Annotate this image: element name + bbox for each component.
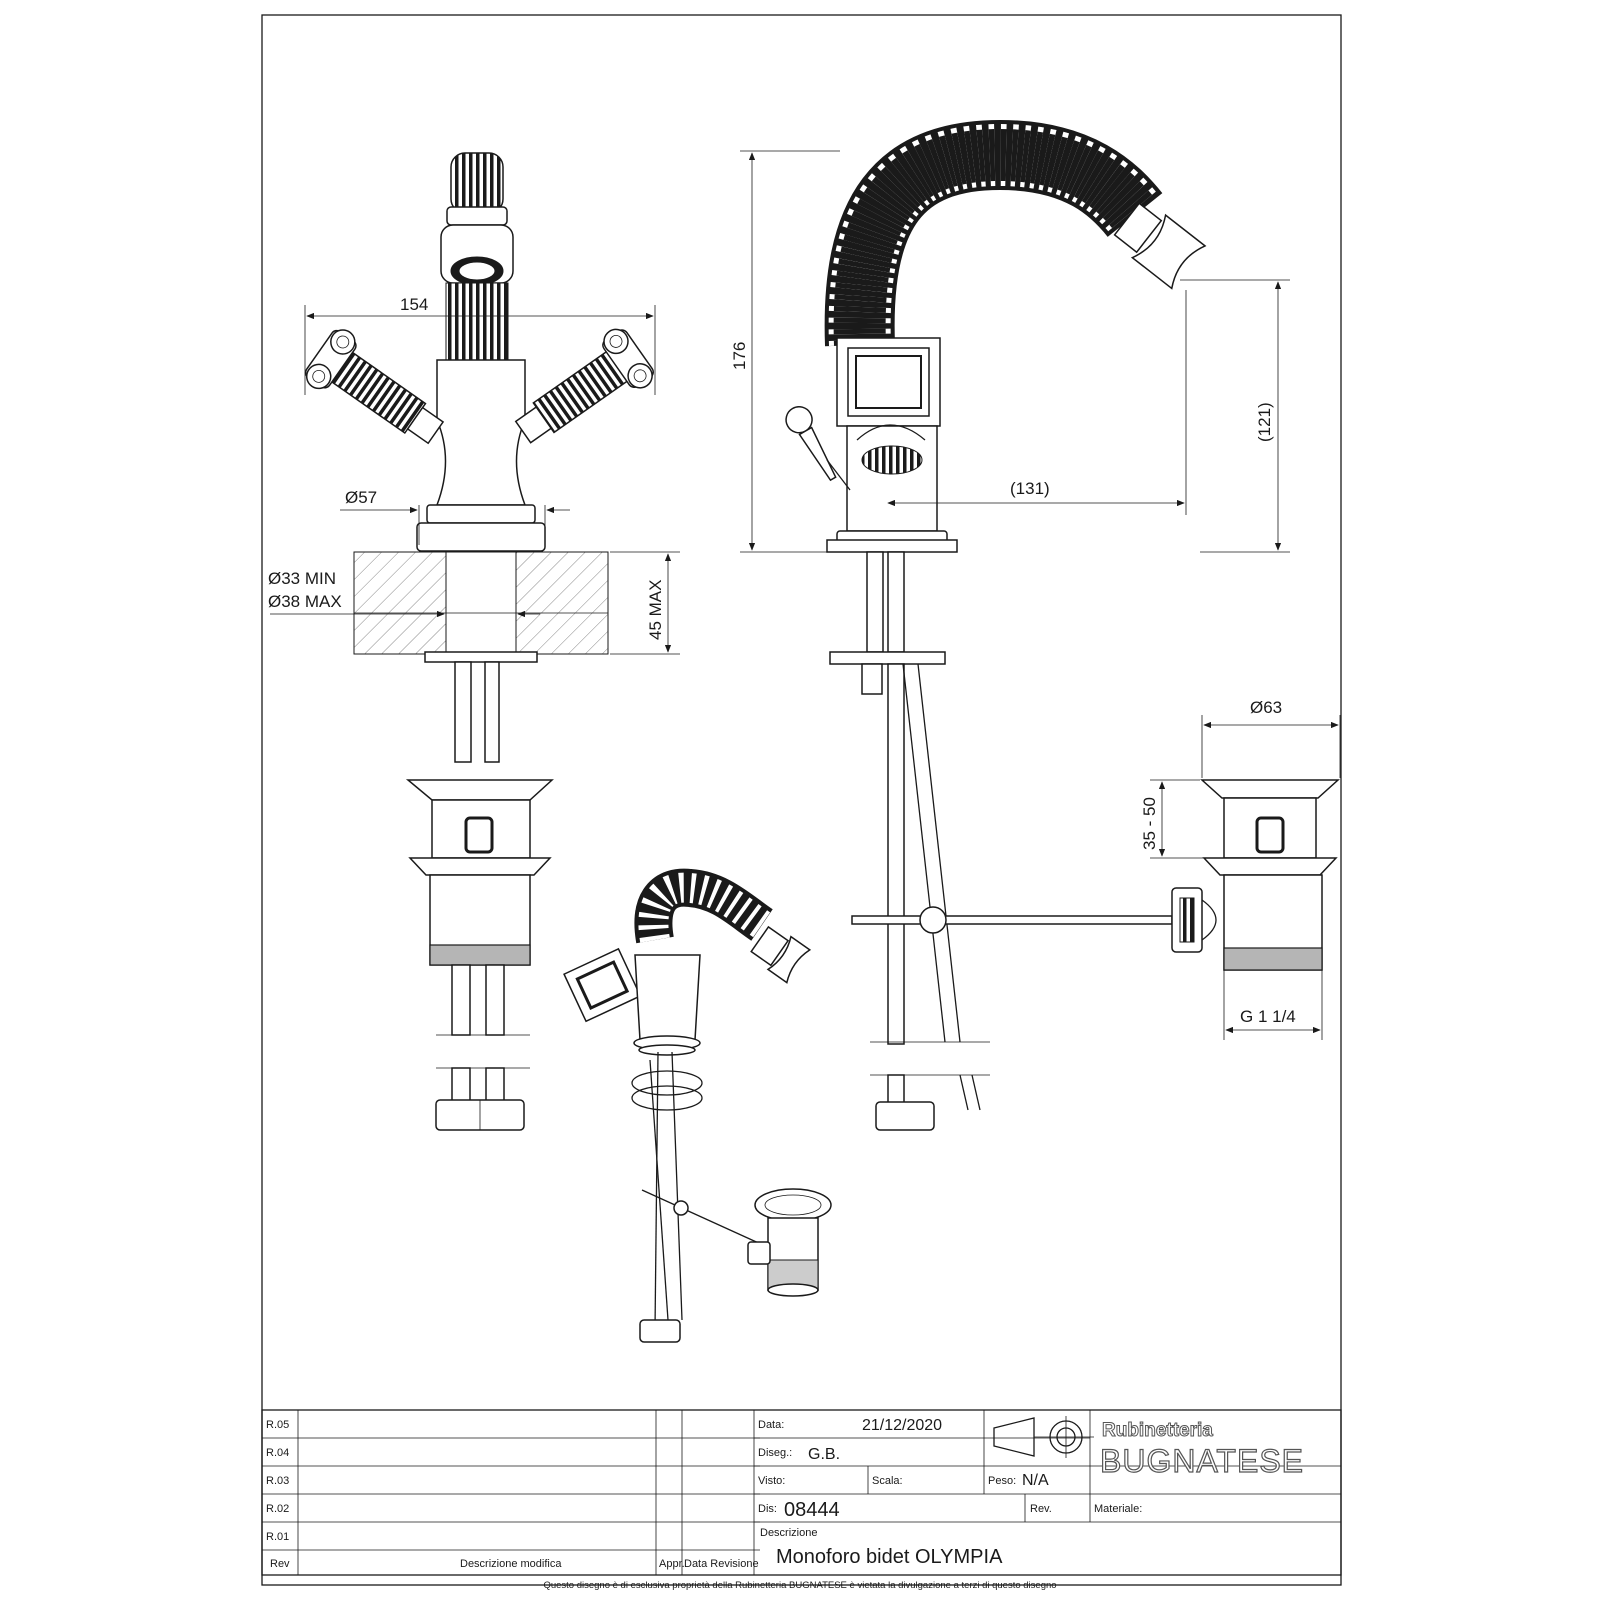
drawing-frame (261, 14, 1342, 1586)
brand-bugnatese: BUGNATESE (1100, 1443, 1304, 1479)
dim-dia-33-min: Ø33 MIN (268, 569, 336, 588)
waste-view (1171, 779, 1340, 971)
dis-label: Dis: (758, 1503, 777, 1515)
data-rev-header: Data Revisione (684, 1558, 759, 1570)
isometric-view (563, 868, 832, 1343)
diseg-value: G.B. (808, 1446, 840, 1463)
first-angle-projection-icon (993, 1416, 1094, 1458)
appr-header: Appr. (659, 1558, 685, 1570)
dim-121: (121) (1255, 402, 1274, 442)
front-view (304, 152, 654, 1131)
rev-label: Rev. (1030, 1503, 1052, 1515)
dim-dia-38-max: Ø38 MAX (268, 592, 342, 611)
side-dimensions: 176 (121) (131) (730, 150, 1290, 553)
descrizione-value: Monoforo bidet OLYMPIA (776, 1546, 1003, 1568)
desc-mod-header: Descrizione modifica (460, 1558, 562, 1570)
rev-r05: R.05 (266, 1419, 289, 1431)
footer-note: Questo disegno è di esclusiva proprietà … (543, 1580, 1056, 1591)
peso-label: Peso: (988, 1475, 1016, 1487)
peso-value: N/A (1022, 1472, 1049, 1489)
brand-rubinetteria: Rubinetteria (1102, 1420, 1213, 1441)
rev-r03: R.03 (266, 1475, 289, 1487)
dim-176: 176 (730, 342, 749, 370)
dim-154: 154 (400, 295, 428, 314)
rev-r04: R.04 (266, 1447, 289, 1459)
title-block: R.05 R.04 R.03 R.02 R.01 Rev Descrizione… (261, 1409, 1342, 1576)
materiale-label: Materiale: (1094, 1503, 1142, 1515)
data-label: Data: (758, 1419, 784, 1431)
dim-dia-57: Ø57 (345, 488, 377, 507)
dim-131: (131) (1010, 479, 1050, 498)
waste-dimensions: Ø63 35 - 50 G 1 1/4 (1140, 698, 1341, 1040)
side-view (785, 119, 1207, 1131)
visto-label: Visto: (758, 1475, 785, 1487)
data-value: 21/12/2020 (862, 1417, 942, 1434)
rev-r02: R.02 (266, 1503, 289, 1515)
scala-label: Scala: (872, 1475, 903, 1487)
descrizione-label: Descrizione (760, 1527, 817, 1539)
rev-header: Rev (270, 1558, 290, 1570)
dim-35-50: 35 - 50 (1140, 797, 1159, 850)
dim-g-1-1-4: G 1 1/4 (1240, 1007, 1296, 1026)
dis-value: 08444 (784, 1499, 840, 1521)
diseg-label: Diseg.: (758, 1447, 792, 1459)
front-dimensions: 154 Ø57 Ø33 MIN Ø38 MAX 45 MAX (268, 295, 680, 655)
dim-45-max: 45 MAX (646, 580, 665, 640)
rev-r01: R.01 (266, 1531, 289, 1543)
dim-dia-63: Ø63 (1250, 698, 1282, 717)
